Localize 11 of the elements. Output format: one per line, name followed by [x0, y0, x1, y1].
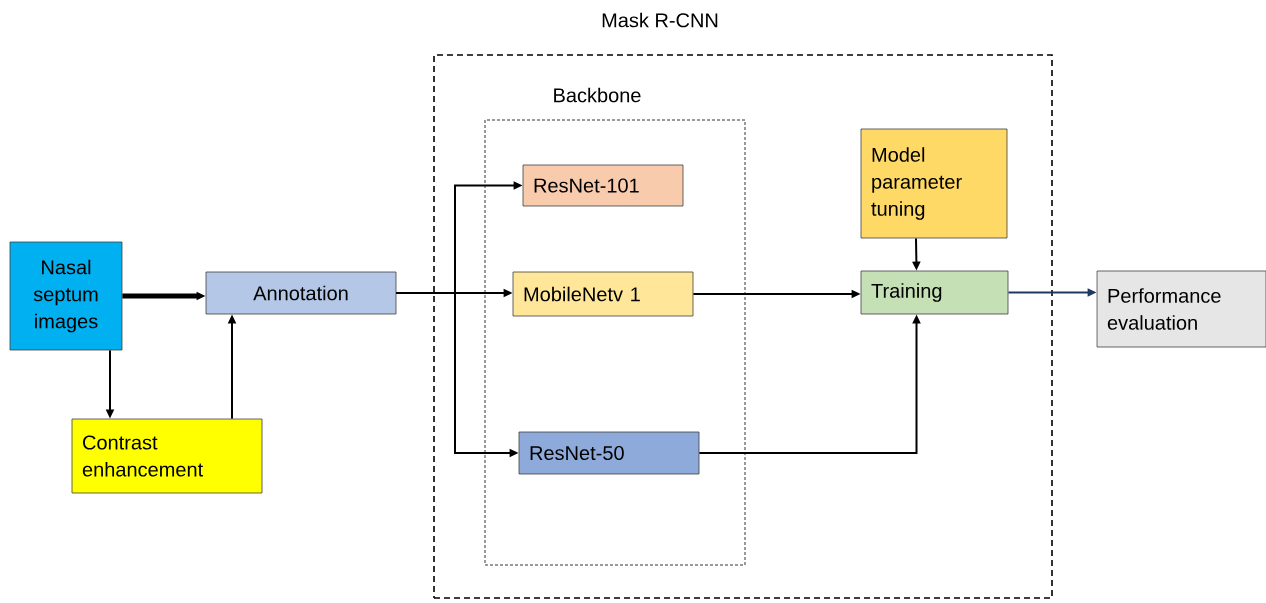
- process-box: Training: [860, 270, 1009, 315]
- group-heading: Backbone: [554, 87, 641, 103]
- process-box: Contrast enhancement: [71, 418, 263, 494]
- process-box: ResNet-50: [518, 431, 700, 475]
- process-box: Performance evaluation: [1096, 270, 1266, 348]
- process-box: Model parameter tuning: [860, 128, 1008, 239]
- process-box: MobileNetv 1: [512, 271, 694, 317]
- group-heading: Mask R-CNN: [602, 12, 718, 28]
- process-box: ResNet-101: [522, 164, 684, 207]
- process-box: Nasal septum images: [9, 241, 123, 351]
- process-box: Annotation: [205, 271, 397, 315]
